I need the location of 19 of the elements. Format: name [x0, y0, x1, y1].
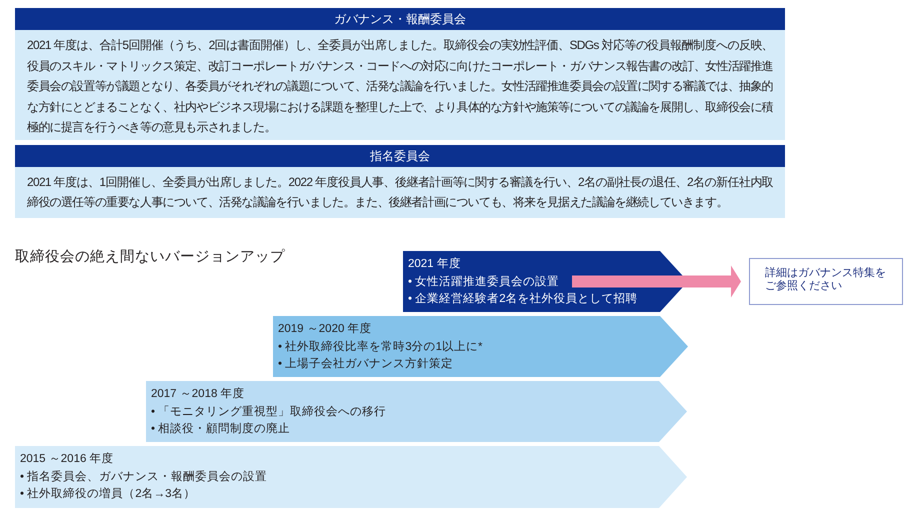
paragraph: 2021 年度は、合計5回開催（うち、2回は書面開催）し、全委員が出席しました。取締役会の実効性評価、SDGs 対応等の役員報酬制度への反映、役員のスキル・マトリックス策定、改訂コーポレートガバナンス・コードへの対応に向けたコーポレート・ガバナンス報告書の改訂、女性活躍推進委員会の設置等が議題となり、各委員がそれぞれの議題について、活発な議論を行いました。女性活躍推進委員会の設置に関する審議では、抽象的な方針にとどまることなく、社内やビジネス現場における課題を整理した上で、より具体的な方針や施策等についての議論を展開し、取締役会に積極的に提言を行うべき等の意見も示されました。: [27, 37, 773, 136]
bullet-item: • 上場子会社ガバナンス方針策定: [278, 356, 454, 372]
bullet-item: • 指名委員会、ガバナンス・報酬委員会の設置: [20, 469, 268, 484]
bullet-item: • 相談役・顧問制度の廃止: [151, 421, 290, 437]
bullet-item: • 社外取締役の増員（2名→3名）: [20, 486, 196, 502]
year-heading: 2019 ～2020 年度: [278, 322, 372, 337]
paragraph: 2021 年度は、1回開催し、全委員が出席しました。2022 年度役員人事、後継者計画等に関する審議を行い、2名の副社長の退任、2名の新任社内取締役の選任等の重要な人事について、活発な議論を行いました。また、後継者計画についても、将来を見据えた議論を継続していきます。: [27, 174, 773, 210]
year-heading: 2021 年度: [408, 256, 461, 272]
note-text: 詳細はガバナンス特集をご参照ください: [765, 267, 887, 292]
section-heading: 取締役会の絶え間ないバージョンアップ: [15, 249, 285, 266]
panel-title: ガバナンス・報酬委員会: [334, 12, 466, 26]
bullet-item: • 女性活躍推進委員会の設置: [408, 274, 560, 290]
year-heading: 2017 ～2018 年度: [151, 386, 245, 402]
year-heading: 2015 ～2016 年度: [20, 452, 114, 467]
bullet-item: • 社外取締役比率を常時3分の1以上に*: [278, 340, 482, 354]
bullet-item: • 「モニタリング重視型」取締役会への移行: [151, 404, 386, 420]
panel-title: 指名委員会: [370, 148, 430, 164]
arrow: [572, 266, 741, 298]
bullet-item: • 企業経営経験者2名を社外役員として招聘: [408, 292, 638, 307]
